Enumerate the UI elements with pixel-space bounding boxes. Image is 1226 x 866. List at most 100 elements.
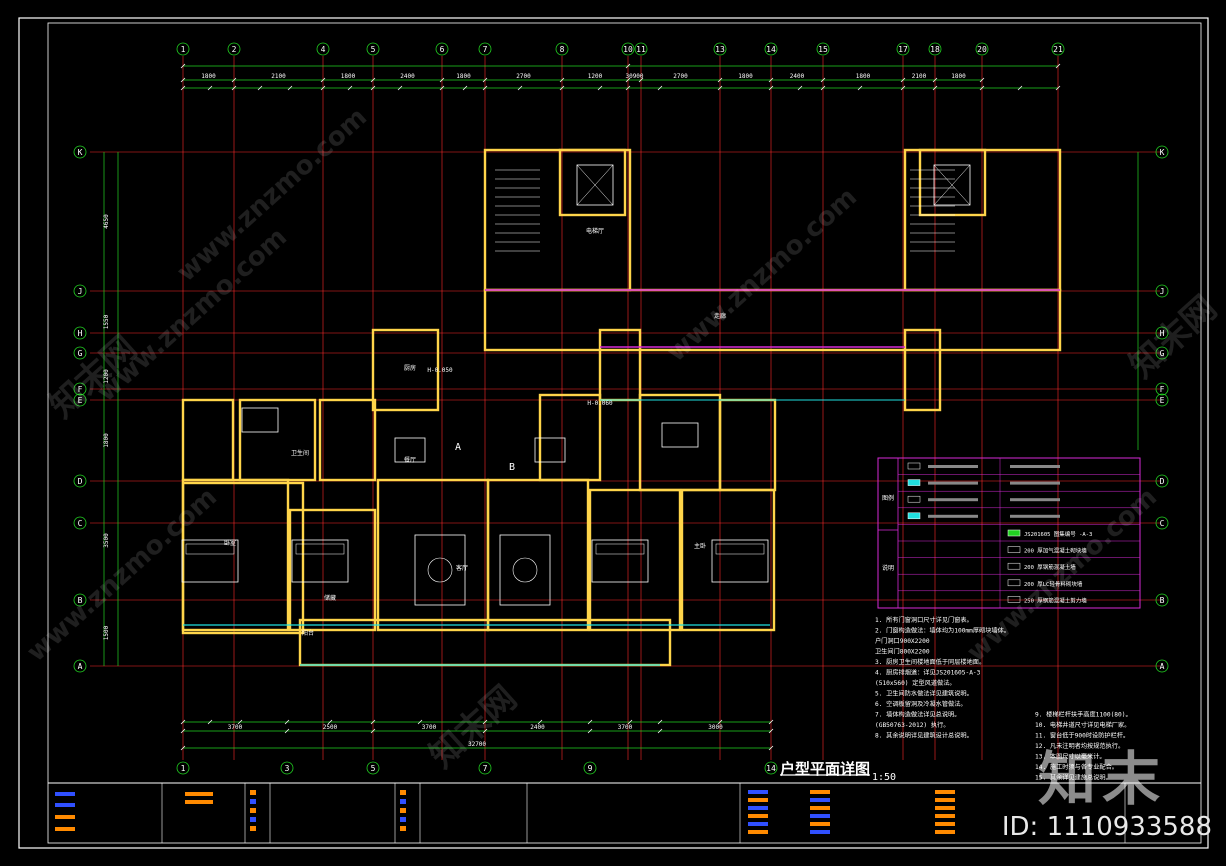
axis-label: A [78, 662, 83, 671]
legend-symbol [907, 512, 921, 520]
axis-bubble [176, 761, 190, 775]
sofa [499, 534, 551, 606]
drawing-title: 户型平面详图 [780, 760, 871, 778]
note-line: 3. 厨房卫生间楼地面低于同层楼地面。 [875, 658, 985, 666]
legend-text-bar [1010, 465, 1060, 468]
dimension-text: 1200 [103, 369, 110, 384]
axis-label: K [1160, 148, 1165, 157]
titleblock-stamp [400, 826, 406, 831]
room-label: 主卧 [694, 542, 706, 550]
legend-text-bar [928, 465, 978, 468]
titleblock-stamp [810, 790, 830, 794]
dimension-tick [180, 77, 186, 83]
dimension-tick [932, 85, 938, 91]
axis-bubble [764, 761, 778, 775]
note-line: 8. 其余说明详见建筑设计总说明。 [875, 732, 973, 740]
wall [288, 508, 377, 632]
legend-symbol [907, 495, 921, 503]
legend-symbol [1007, 579, 1021, 587]
room-label: 储藏 [324, 594, 336, 602]
axis-bubble [478, 42, 492, 56]
dimension-text: 2400 [400, 73, 415, 80]
dimension-tick [231, 77, 237, 83]
dimension-tick [482, 77, 488, 83]
axis-bubble [1155, 382, 1169, 396]
dimension-tick [180, 745, 186, 751]
axis-label: B [1160, 596, 1165, 605]
axis-label: J [78, 287, 83, 296]
axis-label: E [1160, 396, 1165, 405]
dining-table [394, 437, 426, 463]
image-id: ID: 1110933588 [1001, 812, 1212, 842]
legend-symbol [1007, 562, 1021, 570]
legend-tag: 说明 [882, 564, 894, 572]
dimension-text: 2400 [530, 724, 545, 731]
room-label: 阳台 [302, 629, 314, 637]
axis-bubble [713, 42, 727, 56]
wall [483, 148, 632, 292]
axis-label: C [78, 519, 83, 528]
wall [318, 398, 377, 482]
dimension-tick [559, 77, 565, 83]
axis-bubble [73, 516, 87, 530]
dimension-tick [517, 85, 523, 91]
axis-label: B [78, 596, 83, 605]
axis-label: 7 [483, 45, 488, 54]
dimension-tick [417, 719, 423, 725]
dimension-text: 3500 [103, 533, 110, 548]
dimension-tick [320, 85, 326, 91]
dimension-tick [717, 719, 723, 725]
legend-text-bar [1010, 481, 1060, 485]
axis-label: 8 [560, 45, 565, 54]
dimension-text: 1800 [201, 73, 216, 80]
titleblock-stamp [935, 790, 955, 794]
axis-bubble [73, 284, 87, 298]
wall-layer [181, 148, 1062, 667]
axis-label: 5 [371, 764, 376, 773]
dimension-tick [587, 728, 593, 734]
axis-label: H [78, 329, 83, 338]
dimension-text: 2100 [912, 73, 927, 80]
wall [718, 398, 777, 492]
legend-row-text: 200 厚LC轻骨料砌块墙 [1024, 580, 1083, 588]
titleblock-stamp [810, 830, 830, 834]
dimension-tick [370, 719, 376, 725]
note-line: 15. 其余详见建施总说明。 [1035, 774, 1112, 782]
note-line: 2. 门窗构造做法：墙体均为100mm厚砌块墙体。 [875, 627, 1010, 635]
axis-label: 2 [232, 45, 237, 54]
titleblock-stamp [400, 817, 406, 822]
titleblock-stamp [250, 808, 256, 813]
note-line: (GB50763-2012) 执行。 [875, 721, 949, 729]
elevator-car [933, 164, 971, 206]
wall [486, 478, 590, 632]
room-label: 走廊 [714, 312, 726, 320]
dimension-tick [638, 77, 644, 83]
dimension-text: 1800 [341, 73, 356, 80]
axis-label: 18 [930, 45, 940, 54]
axis-label: D [78, 477, 83, 486]
titleblock-stamp [935, 830, 955, 834]
dimension-tick [768, 77, 774, 83]
dimension-text: 1200 [588, 73, 603, 80]
dimension-tick [932, 77, 938, 83]
note-line: 4. 厨房排烟道：详见JS201605-A-3 [875, 669, 981, 677]
axis-label: 7 [483, 764, 488, 773]
dimension-tick [797, 85, 803, 91]
dimension-tick [597, 85, 603, 91]
dimension-tick [320, 77, 326, 83]
dimension-tick [900, 77, 906, 83]
legend-symbol [907, 462, 921, 470]
wall [238, 398, 317, 482]
axis-bubble [1155, 659, 1169, 673]
room-label: 电梯厅 [586, 227, 604, 235]
dimension-text: 2700 [516, 73, 531, 80]
pillow [185, 543, 235, 555]
axis-label: H [1160, 329, 1165, 338]
unit-label: B [509, 462, 515, 473]
legend-row-text: JS201605 图集编号 -A-3 [1024, 530, 1092, 538]
dimension-tick [482, 85, 488, 91]
axis-bubble [73, 659, 87, 673]
dimension-tick [979, 85, 985, 91]
axis-bubble [764, 42, 778, 56]
